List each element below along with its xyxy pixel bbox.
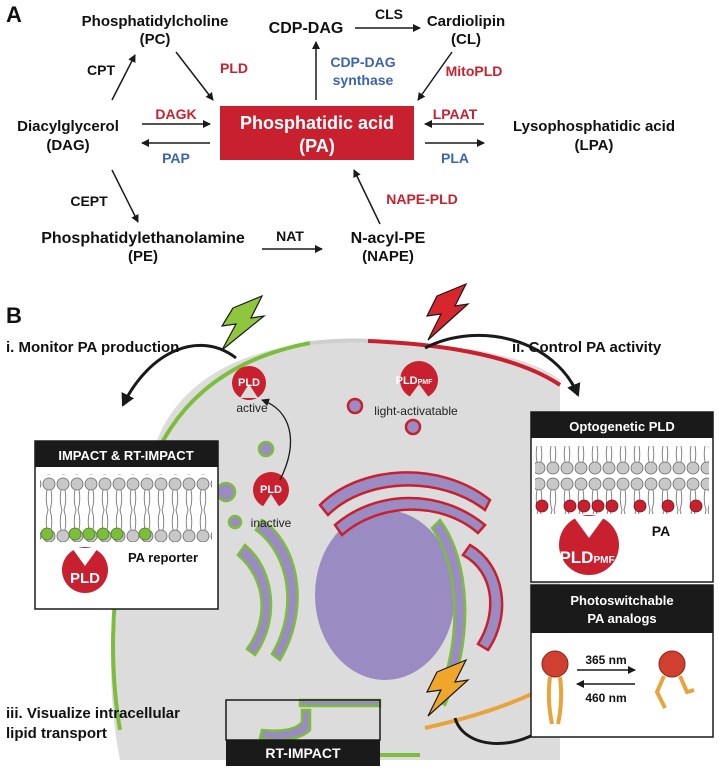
enzyme-nat: NAT — [276, 228, 304, 244]
dag-abbr: (DAG) — [46, 137, 89, 154]
visualize-title-1: iii. Visualize intracellular — [6, 705, 180, 722]
enzyme-pap: PAP — [162, 150, 190, 166]
nape-abbr: (NAPE) — [362, 248, 414, 265]
wavelength-460: 460 nm — [585, 691, 626, 705]
optogenetic-title: Optogenetic PLD — [569, 419, 674, 434]
arrow-to-impact — [121, 343, 237, 407]
arrow-nape-to-pa — [353, 169, 381, 225]
pe-abbr: (PE) — [128, 248, 158, 265]
enzyme-pla: PLA — [441, 150, 469, 166]
pld-inactive-body — [253, 472, 289, 508]
monitor-title: i. Monitor PA production — [6, 339, 179, 356]
active-caption: active — [236, 401, 268, 415]
panel-a-label: A — [6, 2, 22, 27]
arrow-inactive-to-active — [261, 398, 292, 481]
visualize-title-2: lipid transport — [6, 725, 107, 742]
impact-pld-label: PLD — [70, 570, 100, 587]
golgi-apparatus — [236, 518, 467, 742]
lpa-abbr: (LPA) — [575, 137, 614, 154]
enzyme-cept: CEPT — [70, 193, 108, 209]
orange-lightning-icon — [425, 658, 470, 717]
vesicles — [215, 397, 422, 530]
dag-name: Diacylglycerol — [17, 118, 119, 135]
pc-name: Phosphatidylcholine — [82, 13, 229, 30]
rt-impact-panel: RT-IMPACT — [225, 699, 381, 766]
impact-panel: IMPACT & RT-IMPACT PLD PA reporter — [34, 440, 219, 610]
opto-pld-label: PLDPMF — [559, 548, 614, 567]
pa-abbr: (PA) — [299, 136, 335, 156]
cl-abbr: (CL) — [451, 31, 481, 48]
enzyme-lpaat: LPAAT — [433, 106, 478, 122]
photo-title-2: PA analogs — [587, 611, 656, 626]
control-title: ii. Control PA activity — [512, 339, 662, 356]
panel-b-label: B — [6, 303, 22, 328]
pldpmf-notch — [408, 384, 430, 399]
cell-membrane-orange — [424, 688, 541, 730]
enzyme-cdpdag-synthase-1: CDP-DAG — [330, 54, 395, 70]
pe-name: Phosphatidylethanolamine — [41, 230, 245, 247]
pld-active-body — [232, 366, 266, 400]
enzyme-cdpdag-synthase-2: synthase — [333, 72, 394, 88]
pc-abbr: (PC) — [140, 31, 171, 48]
enzyme-cpt: CPT — [87, 62, 115, 78]
green-lightning-icon — [220, 294, 267, 351]
arrow-pc-to-pa — [175, 51, 214, 101]
enzyme-pld: PLD — [220, 60, 248, 76]
light-activatable-caption: light-activatable — [374, 404, 458, 418]
photoswitchable-panel: Photoswitchable PA analogs 365 nm 460 nm — [530, 584, 714, 738]
enzyme-dagk: DAGK — [155, 106, 196, 122]
cdpdag-name: CDP-DAG — [269, 20, 344, 37]
wavelength-365: 365 nm — [585, 653, 626, 667]
cl-name: Cardiolipin — [427, 13, 505, 30]
rt-impact-title: RT-IMPACT — [265, 745, 341, 761]
pldpmf-label-main: PLDPMF — [396, 375, 434, 387]
lpa-name: Lysophosphatidic acid — [513, 118, 675, 135]
nape-name: N-acyl-PE — [351, 230, 426, 247]
inactive-caption: inactive — [251, 516, 292, 530]
endoplasmic-reticulum — [318, 471, 504, 652]
arrow-dag-to-pe — [111, 169, 139, 223]
photo-title-1: Photoswitchable — [570, 593, 673, 608]
cell-membrane-red — [367, 339, 562, 387]
pa-box — [220, 106, 414, 160]
pa-reporter-label: PA reporter — [128, 550, 198, 565]
optogenetic-panel: Optogenetic PLD PLDPMF PA — [530, 411, 714, 583]
arrow-dag-to-pc — [111, 54, 136, 101]
nucleus — [315, 510, 455, 680]
pld-active-notch — [240, 384, 258, 398]
opto-pa-label: PA — [652, 523, 670, 539]
pld-active-label: PLD — [238, 377, 260, 389]
red-lightning-icon — [425, 282, 470, 341]
pld-inactive-notch — [262, 494, 280, 508]
impact-title: IMPACT & RT-IMPACT — [58, 448, 193, 463]
pld-inactive-label: PLD — [260, 484, 282, 496]
arrow-to-optogenetic — [424, 334, 581, 397]
pldpmf-body — [400, 361, 438, 399]
enzyme-nape-pld: NAPE-PLD — [386, 191, 458, 207]
arrow-cl-to-pa — [417, 51, 453, 101]
pa-name: Phosphatidic acid — [240, 113, 394, 133]
cell-membrane-gray — [309, 338, 369, 345]
enzyme-cls: CLS — [375, 6, 403, 22]
enzyme-mitopld: MitoPLD — [446, 63, 503, 79]
